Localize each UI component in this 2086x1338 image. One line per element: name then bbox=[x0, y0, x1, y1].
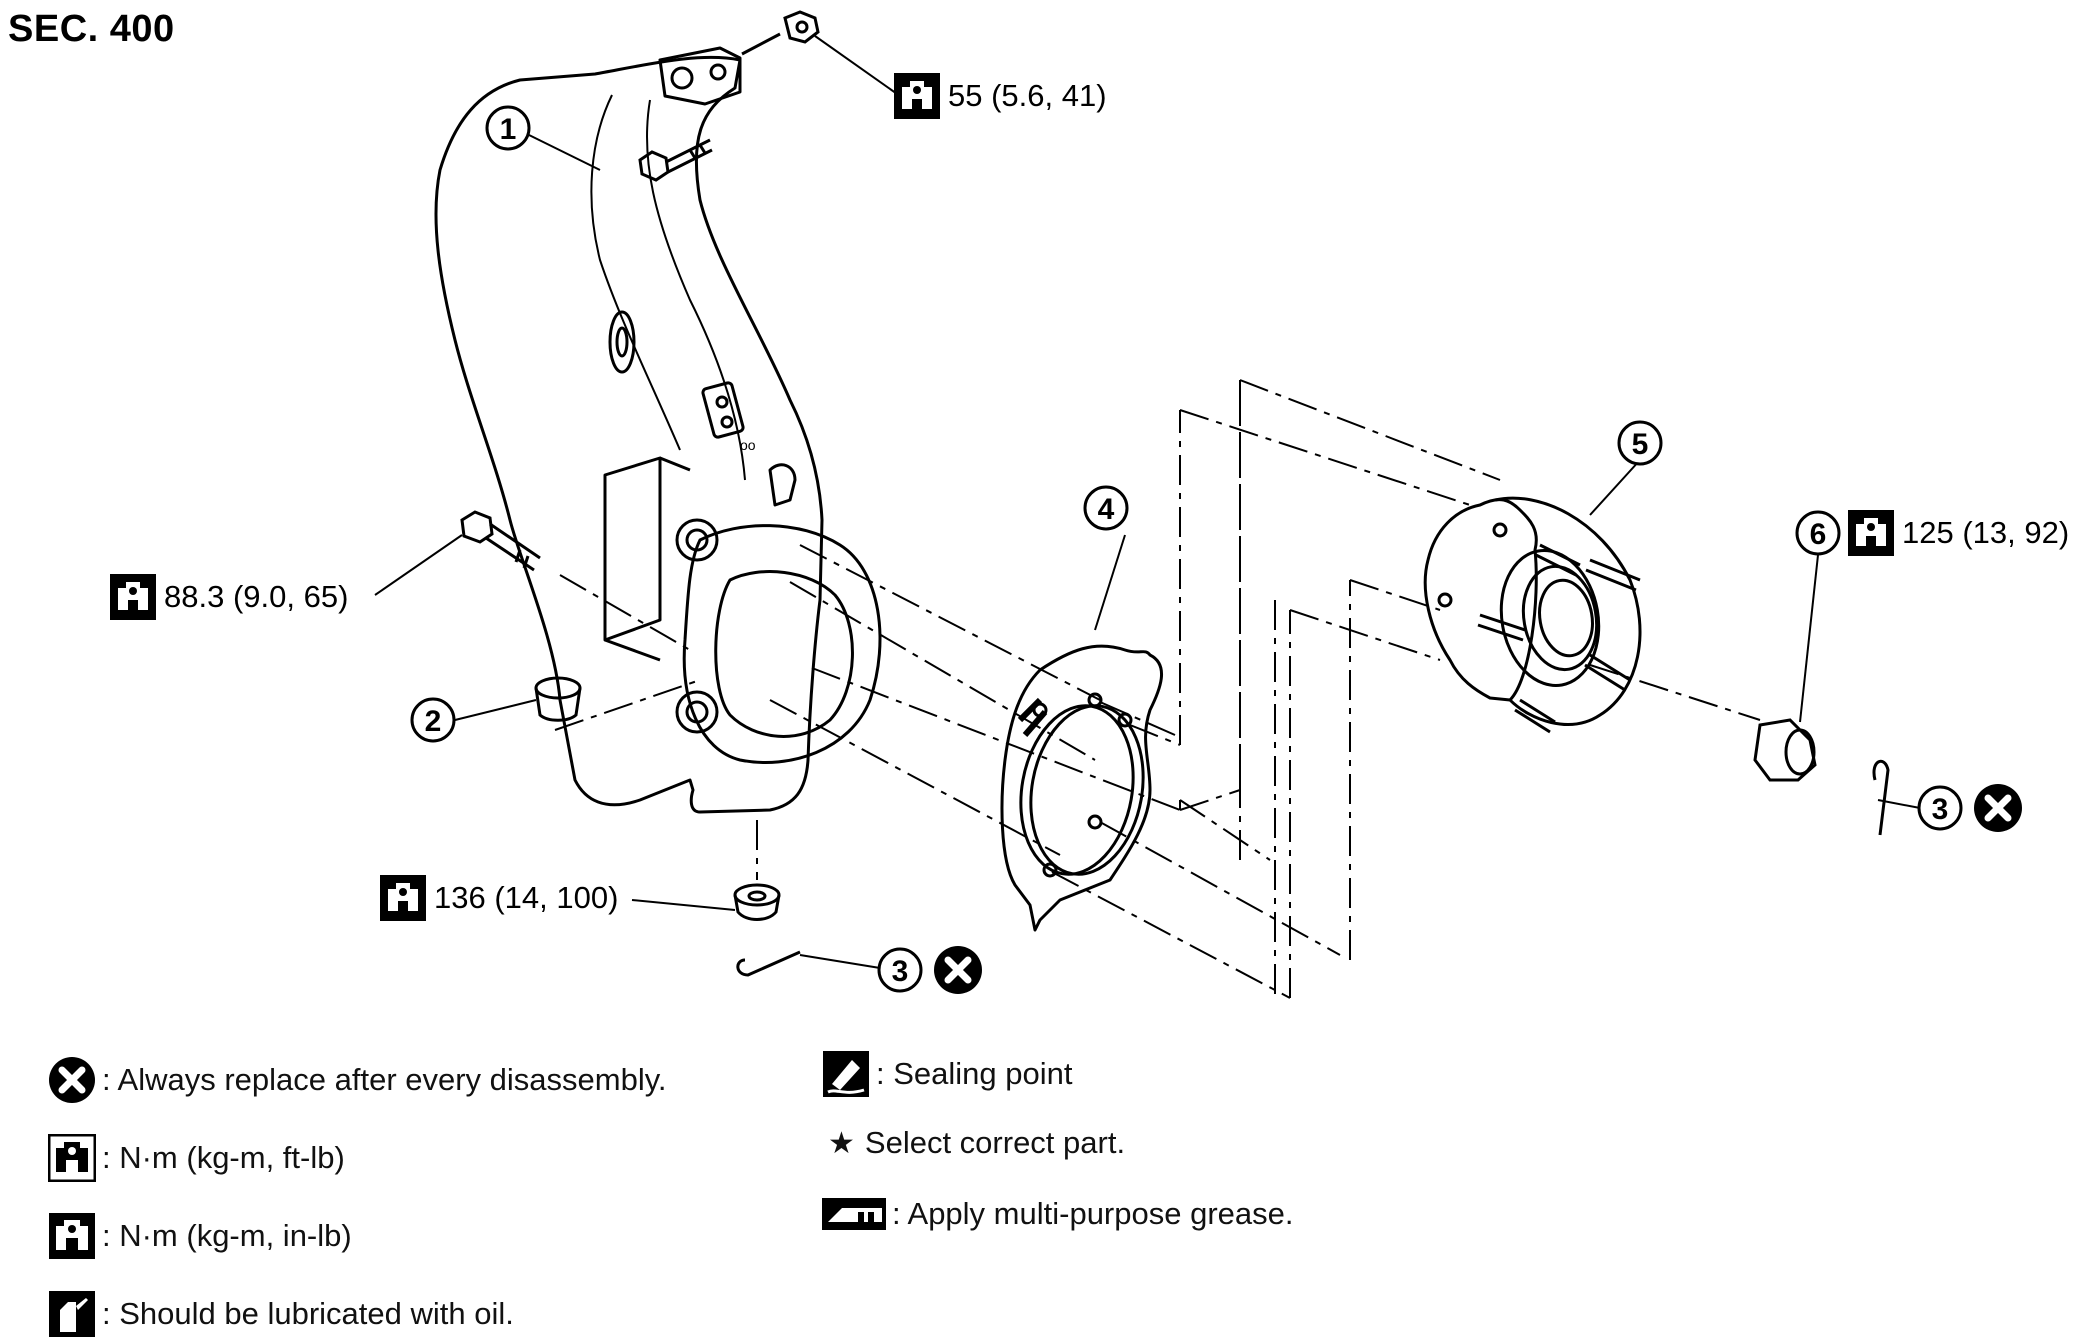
torque-top: 55 (5.6, 41) bbox=[894, 73, 1107, 119]
part-number-5: 5 bbox=[1632, 428, 1649, 461]
top-nut bbox=[741, 10, 820, 56]
part-number-2: 2 bbox=[425, 705, 442, 738]
part-number-3-bottom: 3 bbox=[892, 955, 909, 988]
x-circle-icon bbox=[49, 1057, 95, 1103]
oil-can-icon bbox=[49, 1291, 95, 1337]
cotter-pin-right bbox=[1872, 759, 1921, 836]
steering-knuckle: oo bbox=[434, 46, 882, 814]
star-icon: ★ bbox=[828, 1126, 855, 1160]
replace-x-icon-right bbox=[1974, 784, 2022, 832]
part-number-6: 6 bbox=[1810, 518, 1827, 551]
side-bolt bbox=[460, 510, 541, 572]
wrench-socket-icon bbox=[894, 73, 940, 119]
part-number-1: 1 bbox=[500, 113, 517, 146]
legend-oil-text: : Should be lubricated with oil. bbox=[102, 1296, 514, 1331]
part-number-3-right: 3 bbox=[1932, 793, 1949, 826]
wrench-socket-icon bbox=[110, 574, 156, 620]
torque-bottom-value: 136 (14, 100) bbox=[434, 880, 619, 915]
hub-assembly bbox=[1423, 496, 1642, 726]
torque-bottom: 136 (14, 100) bbox=[380, 875, 618, 921]
backing-plate bbox=[1000, 644, 1164, 932]
guide-lines bbox=[769, 379, 1761, 1000]
legend-select: ★ Select correct part. bbox=[828, 1125, 1125, 1161]
cotter-pin-bottom bbox=[736, 950, 881, 977]
sealant-icon bbox=[823, 1051, 869, 1097]
bottom-nut bbox=[733, 883, 781, 921]
hub-nut bbox=[1753, 718, 1817, 782]
wrench-socket-icon bbox=[1848, 510, 1894, 556]
torque-nut-value: 125 (13, 92) bbox=[1902, 515, 2070, 550]
legend-sealing-text: : Sealing point bbox=[876, 1056, 1073, 1091]
wrench-socket-icon bbox=[48, 1134, 96, 1182]
legend-grease: : Apply multi-purpose grease. bbox=[822, 1196, 1294, 1232]
legend-grease-text: : Apply multi-purpose grease. bbox=[892, 1196, 1294, 1231]
top-bolt bbox=[638, 138, 713, 182]
wrench-socket-icon bbox=[380, 875, 426, 921]
legend-select-text: Select correct part. bbox=[864, 1125, 1126, 1160]
legend-inlb: : N·m (kg-m, in-lb) bbox=[48, 1212, 352, 1260]
torque-bolt: 88.3 (9.0, 65) bbox=[110, 574, 348, 620]
legend-replace: : Always replace after every disassembly… bbox=[48, 1056, 667, 1104]
torque-nut: 125 (13, 92) bbox=[1848, 510, 2069, 556]
part-callouts bbox=[410, 105, 1963, 993]
legend-inlb-text: : N·m (kg-m, in-lb) bbox=[102, 1218, 352, 1253]
legend-ftlb: : N·m (kg-m, ft-lb) bbox=[48, 1134, 345, 1182]
torque-bolt-value: 88.3 (9.0, 65) bbox=[164, 579, 349, 614]
part-2-cap bbox=[534, 676, 582, 722]
part-number-4: 4 bbox=[1098, 493, 1115, 526]
legend-replace-text: : Always replace after every disassembly… bbox=[102, 1062, 667, 1097]
wrench-socket-filled-icon bbox=[49, 1213, 95, 1259]
section-title: SEC. 400 bbox=[8, 8, 175, 50]
replace-x-icon-bottom bbox=[934, 946, 982, 994]
svg-text:oo: oo bbox=[740, 437, 756, 453]
grease-gun-icon bbox=[822, 1198, 886, 1230]
torque-top-value: 55 (5.6, 41) bbox=[948, 78, 1107, 113]
legend-sealing: : Sealing point bbox=[822, 1050, 1072, 1098]
hub-studs bbox=[1477, 543, 1641, 734]
legend-ftlb-text: : N·m (kg-m, ft-lb) bbox=[102, 1140, 345, 1175]
legend-oil: : Should be lubricated with oil. bbox=[48, 1290, 514, 1338]
